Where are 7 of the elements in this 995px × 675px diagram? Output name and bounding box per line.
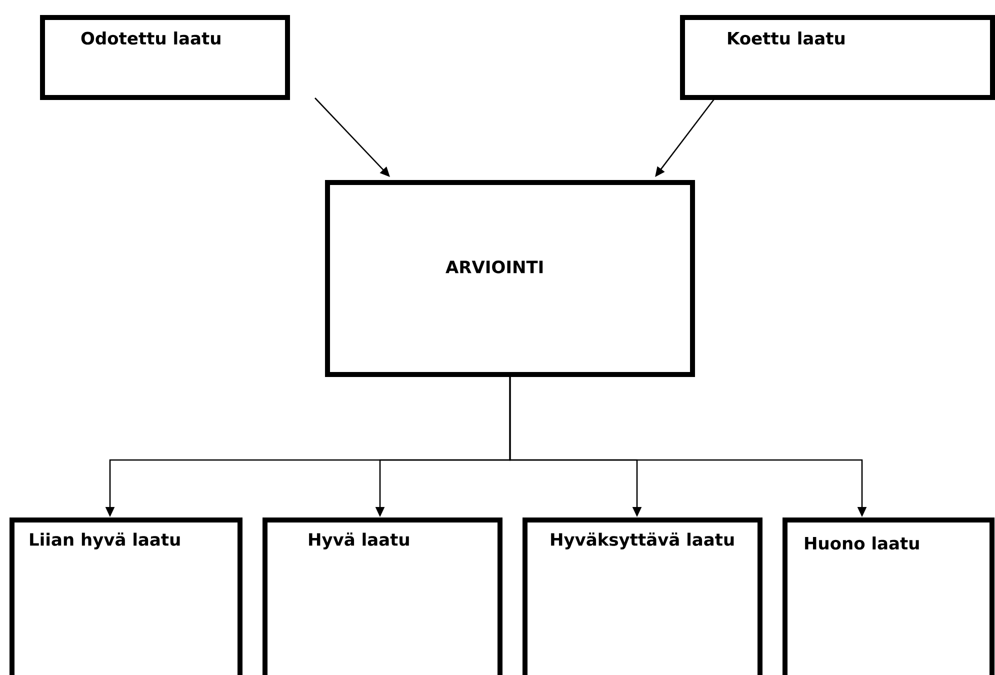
result-box: Liian hyvä laatu: [10, 518, 242, 675]
result-box: Hyväksyttävä laatu: [522, 518, 762, 675]
result-box: Hyvä laatu: [262, 518, 502, 675]
process-box: Koettu laatu: [680, 15, 995, 100]
process-box: ARVIOINTI: [325, 180, 695, 377]
result-box: Huono laatu: [782, 518, 994, 675]
process-box: Odotettu laatu: [40, 15, 290, 100]
